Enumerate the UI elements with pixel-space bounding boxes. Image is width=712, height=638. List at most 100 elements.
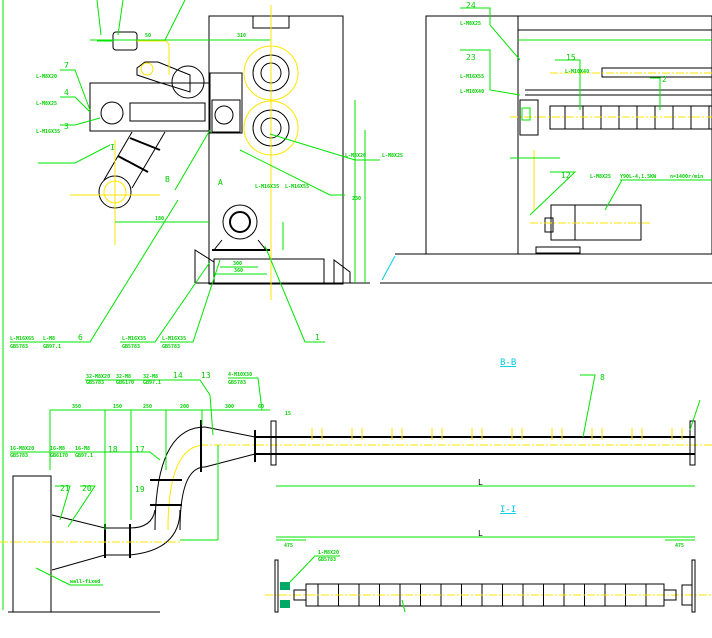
part-number-20: 20 — [82, 484, 92, 493]
drive-belt-path — [137, 40, 170, 75]
note: GB5783 — [10, 344, 28, 350]
dim-text: 180 — [155, 216, 164, 222]
motor-base — [535, 246, 581, 254]
arm-pivot — [140, 62, 154, 76]
dim-text: 475 — [675, 543, 684, 549]
note: 32-M8X20 — [86, 374, 110, 380]
note: 4-M10X30 — [228, 372, 252, 378]
note: 16-M8X20 — [10, 446, 34, 452]
drive-housing — [129, 102, 206, 122]
dim-text: 250 — [143, 404, 152, 410]
part-number-12: 12 — [561, 171, 571, 180]
idler-wheel — [171, 65, 205, 99]
bearing-block — [211, 99, 241, 133]
elbow-inner — [179, 466, 206, 531]
roller-shaft-left — [293, 589, 307, 601]
pipe-flange-left — [270, 420, 277, 466]
part-number-4: 4 — [64, 88, 69, 97]
note: 16-M8 — [50, 446, 65, 452]
note: L-M16X35 — [122, 336, 146, 342]
side-view: 50 310 180 230 300 360 7 4 3 6 1 B I A — [10, 0, 403, 350]
note: GB5783 — [86, 380, 104, 386]
tension-arm — [136, 61, 191, 93]
note: L-M8X25 — [36, 101, 57, 107]
note: GB5783 — [162, 344, 180, 350]
base-right — [333, 259, 351, 283]
pump-casing — [222, 204, 258, 240]
part-number-23: 23 — [466, 53, 476, 62]
note: wall-fixed — [70, 579, 100, 585]
roller-plate-left — [274, 559, 279, 613]
base-left — [194, 249, 215, 283]
note: L-M10X40 — [460, 89, 484, 95]
note: L-M16X55 — [285, 184, 309, 190]
dim-text: 475 — [284, 543, 293, 549]
motor-speed: n=1400r/min — [670, 174, 703, 180]
pump-stand — [212, 239, 268, 251]
drive-frame — [89, 82, 211, 132]
wall — [12, 475, 52, 613]
pump-inlet — [229, 211, 251, 233]
note: L-M8X25 — [460, 21, 481, 27]
part-number-18: 18 — [108, 445, 118, 454]
note: GB6170 — [116, 380, 134, 386]
note: 32-M8 — [116, 374, 131, 380]
note: GB97.1 — [75, 453, 93, 459]
note: L-M10X40 — [565, 69, 589, 75]
part-number-8: 8 — [600, 373, 605, 382]
dim-text: 60 — [258, 404, 264, 410]
elbow-outer — [154, 426, 206, 531]
part-number-13: 13 — [201, 371, 211, 380]
small-motor — [112, 31, 138, 51]
bearing-left — [280, 600, 290, 608]
bearing-left — [280, 582, 290, 590]
note: L-M8X20 — [36, 74, 57, 80]
dim-text: 310 — [237, 33, 246, 39]
part-number-1: 1 — [315, 333, 320, 342]
part-number-7: 7 — [64, 61, 69, 70]
section-marker-i: I — [110, 143, 115, 152]
dim-text: 300 — [225, 404, 234, 410]
section-label-i-i: I-I — [500, 505, 516, 515]
note: L-M16X55 — [460, 74, 484, 80]
front-end-bearing — [519, 99, 539, 136]
base-block — [213, 258, 325, 284]
reducer-top — [51, 514, 130, 529]
front-view: 24 23 15 2 12 L-M8X25 L-M16X55 L-M10X40 … — [380, 1, 712, 284]
inclined-pipe — [70, 131, 166, 245]
dim-text: 50 — [145, 33, 151, 39]
dim-text: 360 — [234, 268, 243, 274]
pipe-ticks — [311, 428, 683, 440]
part-number-19: 19 — [135, 485, 145, 494]
note: GB97.1 — [143, 380, 161, 386]
note: GB5783 — [10, 453, 28, 459]
section-marker-b: B — [165, 175, 170, 184]
length-label: L — [478, 478, 483, 487]
note: L-M16X65 — [10, 336, 34, 342]
part-number-17: 17 — [135, 445, 145, 454]
note: GB5783 — [228, 380, 246, 386]
part-number-21: 21 — [60, 484, 70, 493]
dim-text: 300 — [233, 261, 242, 267]
front-frame — [425, 15, 712, 255]
part-number-3: 3 — [64, 122, 69, 131]
dim-text: 150 — [113, 404, 122, 410]
length-label: L — [478, 529, 483, 538]
note: GB6170 — [50, 453, 68, 459]
section-marker-a: A — [218, 178, 223, 187]
note: GB5783 — [122, 344, 140, 350]
bearing — [214, 105, 234, 125]
bearing-right — [681, 584, 693, 606]
roller-shaft-right — [663, 589, 677, 601]
dim-text: 200 — [180, 404, 189, 410]
dim-text: 15 — [285, 411, 291, 417]
note: L-M8X25 — [590, 174, 611, 180]
section-i-i: I-I L 475 475 1-M8X20 GB5783 — [265, 505, 712, 613]
motor-spec: Y90L-4,1.5KW — [620, 174, 657, 180]
dim-text: 350 — [72, 404, 81, 410]
section-b-b: B-B L 3 — [0, 358, 712, 613]
note: L-M16X35 — [36, 129, 60, 135]
note: 16-M8 — [75, 446, 90, 452]
part-number-14: 14 — [173, 371, 183, 380]
